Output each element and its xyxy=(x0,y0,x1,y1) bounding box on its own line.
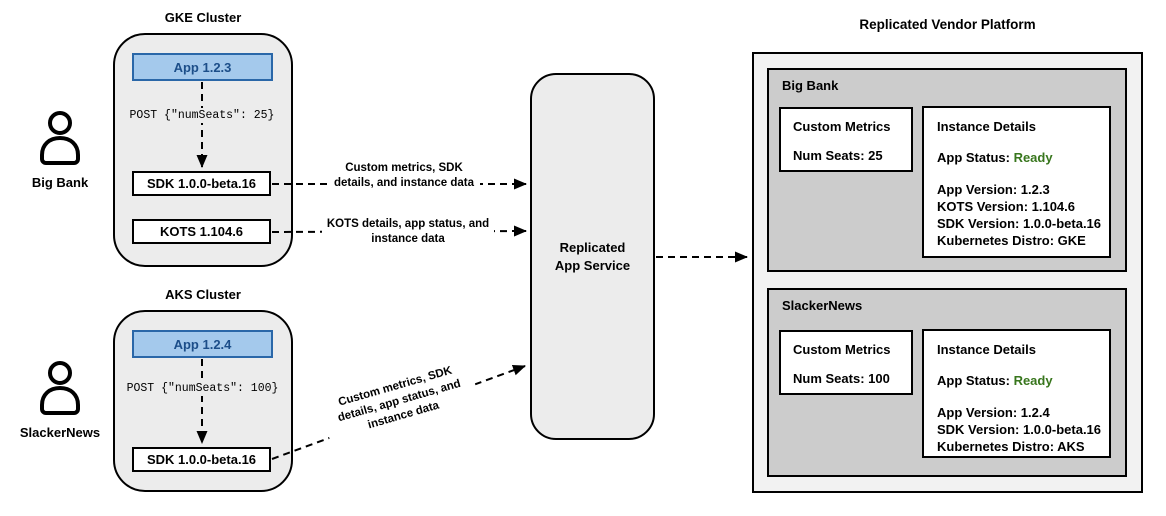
aks-cluster-title: AKS Cluster xyxy=(165,287,241,302)
replicated-app-service-box: Replicated App Service xyxy=(530,73,655,440)
aks-post-request: POST {"numSeats": 100} xyxy=(115,381,290,396)
instance-details-title: Instance Details xyxy=(937,342,1036,357)
app-status-line: App Status: Ready xyxy=(937,150,1053,165)
aks-sdk-box: SDK 1.0.0-beta.16 xyxy=(132,447,271,472)
instance-details-title: Instance Details xyxy=(937,119,1036,134)
custom-metrics-title: Custom Metrics xyxy=(793,342,891,357)
user-big-bank: Big Bank xyxy=(5,110,115,190)
detail-line: App Version: 1.2.4 xyxy=(937,405,1050,420)
detail-line: Kubernetes Distro: AKS xyxy=(937,439,1085,454)
num-seats-metric: Num Seats: 100 xyxy=(793,371,890,386)
detail-line: SDK Version: 1.0.0-beta.16 xyxy=(937,216,1102,231)
person-icon xyxy=(40,361,80,415)
user-slackernews: SlackerNews xyxy=(5,360,115,440)
gke-sdk-box: SDK 1.0.0-beta.16 xyxy=(132,171,271,196)
service-label: Replicated App Service xyxy=(554,239,631,273)
gke-kots-box: KOTS 1.104.6 xyxy=(132,219,271,244)
detail-line: KOTS Version: 1.104.6 xyxy=(937,199,1076,214)
label-gke-kots-arrow: KOTS details, app status, and instance d… xyxy=(322,217,494,247)
app-status-value: Ready xyxy=(1013,150,1053,165)
gke-post-request: POST {"numSeats": 25} xyxy=(118,108,286,123)
gke-app-box: App 1.2.3 xyxy=(132,53,273,81)
tenant-name: SlackerNews xyxy=(782,298,863,313)
user-label: SlackerNews xyxy=(19,425,101,440)
detail-line: App Version: 1.2.3 xyxy=(937,182,1050,197)
detail-line: Kubernetes Distro: GKE xyxy=(937,233,1086,248)
user-label: Big Bank xyxy=(31,175,89,190)
detail-line: SDK Version: 1.0.0-beta.16 xyxy=(937,422,1102,437)
big-bank-instance-details-box: Instance Details App Status: Ready App V… xyxy=(922,106,1111,258)
slackernews-custom-metrics-box: Custom Metrics Num Seats: 100 xyxy=(779,330,913,395)
slackernews-instance-details-box: Instance Details App Status: Ready App V… xyxy=(922,329,1111,458)
app-status-line: App Status: Ready xyxy=(937,373,1053,388)
num-seats-metric: Num Seats: 25 xyxy=(793,148,883,163)
gke-cluster-title: GKE Cluster xyxy=(164,10,242,25)
person-icon xyxy=(40,111,80,165)
custom-metrics-title: Custom Metrics xyxy=(793,119,891,134)
label-gke-sdk-arrow: Custom metrics, SDK details, and instanc… xyxy=(328,161,480,191)
label-aks-sdk-arrow: Custom metrics, SDK details, app status,… xyxy=(318,358,481,445)
app-status-value: Ready xyxy=(1013,373,1053,388)
platform-title: Replicated Vendor Platform xyxy=(859,17,1036,32)
aks-app-box: App 1.2.4 xyxy=(132,330,273,358)
big-bank-custom-metrics-box: Custom Metrics Num Seats: 25 xyxy=(779,107,913,172)
tenant-name: Big Bank xyxy=(782,78,839,93)
